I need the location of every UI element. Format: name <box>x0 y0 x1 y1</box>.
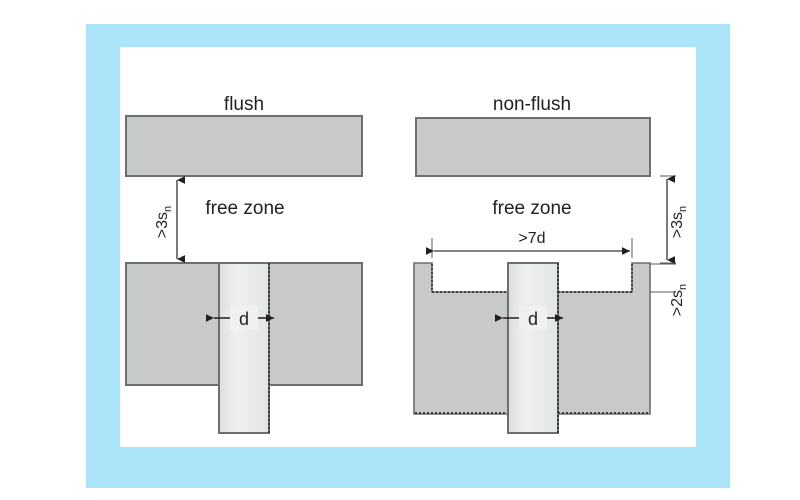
nonflush-depth-label: >2sn <box>669 284 689 316</box>
flush-s: s <box>154 212 171 220</box>
svg-text:>3sn: >3sn <box>154 206 174 238</box>
nonflush-mount-block-left <box>413 262 509 415</box>
nonflush-diameter-label-bg <box>519 306 547 330</box>
flush-caption: flush <box>224 94 264 115</box>
nonflush-s2: s <box>669 290 686 298</box>
nonflush-caption: non-flush <box>493 94 571 115</box>
flush-diameter-label: d <box>239 309 249 329</box>
flush-clearance-label: >3sn <box>154 206 174 238</box>
svg-text:>3sn: >3sn <box>669 206 689 238</box>
nonflush-mount-block-right <box>557 262 651 415</box>
nonflush-n3: n <box>677 206 689 212</box>
flush-n: n <box>162 206 174 212</box>
nonflush-n2: n <box>677 284 689 290</box>
flush-mount-block-right <box>268 262 363 386</box>
nonflush-recess-outline-right <box>558 264 633 293</box>
nonflush-width-label: >7d <box>518 230 545 247</box>
nonflush-diameter-label: d <box>528 309 538 329</box>
svg-text:>2sn: >2sn <box>669 284 689 316</box>
nonflush-gt2: >2 <box>669 298 686 316</box>
nonflush-recess-outline-left <box>431 264 508 293</box>
nonflush-gt3: >3 <box>669 220 686 238</box>
flush-mount-block-left <box>125 262 220 386</box>
panel-non-flush: non-flush free zone >7d <box>413 94 689 434</box>
nonflush-sensor-body <box>507 262 559 434</box>
nonflush-target-bar <box>415 117 651 177</box>
flush-sensor-body <box>218 262 270 434</box>
flush-gt3: >3 <box>154 220 171 238</box>
nonflush-free-zone-label: free zone <box>492 198 571 219</box>
nonflush-s3: s <box>669 212 686 220</box>
flush-free-zone-label: free zone <box>205 198 284 219</box>
nonflush-clearance-label: >3sn <box>669 206 689 238</box>
flush-diameter-label-bg <box>230 306 258 330</box>
panel-flush: flush >3sn free zone d <box>125 94 363 434</box>
flush-target-bar <box>125 115 363 177</box>
